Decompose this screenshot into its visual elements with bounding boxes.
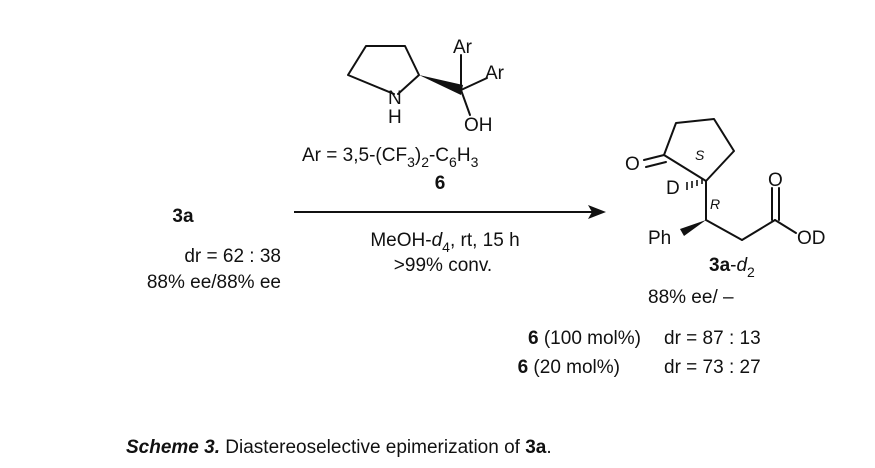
caption-end: . [546, 437, 552, 458]
phenyl-wedge-bond [680, 220, 706, 236]
result-row: 6 (20 mol%) dr = 73 : 27 [518, 357, 761, 378]
result-dr: dr = 73 : 27 [664, 357, 761, 378]
scheme-caption: Scheme 3. Diastereoselective epimerizati… [126, 437, 552, 459]
od-label: OD [797, 228, 826, 249]
product-structure: O S D R Ph O OD 3a-d2 88% ee/ – [625, 118, 826, 308]
ketone-oxygen-label: O [625, 154, 640, 175]
aryl-label-right: Ar [485, 63, 505, 84]
cyclopentanone-ring [663, 118, 735, 182]
deuterium-label: D [666, 178, 680, 199]
ketone-double-bond-a [643, 154, 665, 161]
caption-compound: 3a [525, 437, 547, 458]
caption-text: Diastereoselective epimerization of [220, 437, 526, 458]
product-ee: 88% ee/ – [648, 287, 734, 308]
conversion-text: >99% conv. [394, 255, 492, 276]
ketone-double-bond-b [645, 161, 667, 168]
starting-material-ee: 88% ee/88% ee [147, 272, 281, 293]
product-name: 3a-d2 [709, 255, 755, 280]
result-loading: 6 (100 mol%) [528, 328, 641, 349]
aryl-definition: Ar = 3,5-(CF3)2-C6H3 [302, 145, 479, 170]
ch2-bond [705, 219, 743, 241]
catalyst-number: 6 [435, 173, 446, 194]
s-stereo-label: S [695, 147, 705, 163]
pyrrolidine-ring [347, 45, 420, 95]
acid-carbon-bond [741, 219, 776, 241]
result-dr: dr = 87 : 13 [664, 328, 761, 349]
reaction-conditions: MeOH-d4, rt, 15 h [370, 230, 519, 255]
stereo-wedge-bond [419, 75, 463, 95]
ar-right-bond [460, 77, 488, 91]
starting-material-dr: dr = 62 : 38 [184, 246, 281, 267]
amine-n-label: N [388, 88, 402, 109]
reaction-arrow [294, 205, 606, 219]
od-bond [774, 219, 797, 234]
hashed-bond-d [686, 179, 703, 190]
aryl-label-top: Ar [453, 37, 473, 58]
caption-label: Scheme 3. [126, 437, 220, 458]
phenyl-label: Ph [648, 228, 671, 249]
result-row: 6 (100 mol%) dr = 87 : 13 [528, 328, 761, 349]
amine-h-label: H [388, 107, 402, 128]
oh-bond [460, 89, 471, 116]
acid-oxygen-label: O [768, 170, 783, 191]
result-loading: 6 (20 mol%) [518, 357, 620, 378]
r-stereo-label: R [710, 196, 720, 212]
starting-material-label: 3a [172, 206, 194, 227]
hydroxyl-label: OH [464, 115, 493, 136]
catalyst-structure: Ar Ar N H OH Ar = 3,5-(CF3)2-C6H3 6 [302, 37, 505, 194]
